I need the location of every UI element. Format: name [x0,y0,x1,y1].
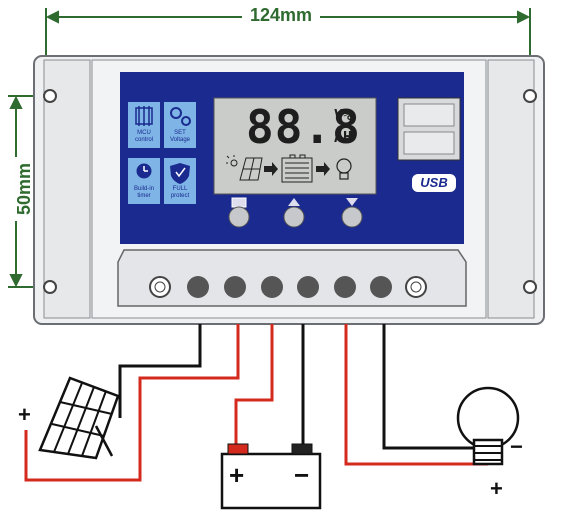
solar-plus-sign: + [18,402,31,427]
terminal-screw-5 [334,276,356,298]
battery-plus-sign: + [229,460,245,490]
mode-label-timer: Build-in timer [133,186,154,199]
shield-icon [170,163,190,184]
clock-icon [136,163,152,179]
chip-icon [135,106,153,126]
load-minus-sign: − [510,434,523,459]
load-plus-sign: + [490,476,503,501]
lcd-solar-panel-icon [239,157,263,181]
width-dimension-label: 124mm [242,6,321,24]
lcd-unit-bottom: AH [334,128,353,146]
up-button[interactable] [283,206,305,228]
load-positive-wire [344,324,488,466]
height-dimension-label: 50mm [14,156,34,222]
mode-label-protect: FULL protect [170,186,190,199]
load-negative-wire [382,324,488,450]
mount-hole-bottom-left [43,280,57,294]
sun-icon [226,155,238,167]
wires [24,324,488,482]
battery-minus-sign: − [294,460,310,490]
terminal-screw-1 [187,276,209,298]
arrow-icon [316,162,330,176]
mode-icon-grid [128,102,196,204]
lcd-battery-icon [281,154,313,183]
lcd-flow-icons [226,154,352,183]
gears-icon [170,107,191,126]
down-button[interactable] [341,206,363,228]
lcd-digits: 88.8 [246,100,361,154]
front-buttons [228,197,363,228]
solar-panel-icon [38,376,120,460]
battery-positive-wire [234,324,274,448]
light-bulb-icon [456,386,520,466]
lcd-bulb-icon [336,158,352,180]
terminal-screw-3 [261,276,283,298]
solar-negative-wire [118,324,202,418]
mode-label-mcu: MCU control [134,130,153,143]
solar-positive-wire [24,324,240,482]
terminal-screw-6 [370,276,392,298]
mount-hole-top-right [523,89,537,103]
terminal-screw-4 [297,276,319,298]
mode-label-set-voltage: SET Voltage [169,130,191,143]
usb-label: USB [410,172,458,194]
arrow-icon [264,162,278,176]
mount-hole-top-left [43,89,57,103]
terminal-block [117,249,467,307]
lcd-unit-top: V% [334,106,353,124]
menu-button[interactable] [228,206,250,228]
battery-icon [220,443,322,510]
mount-hole-bottom-right [523,280,537,294]
down-arrow-icon [346,198,358,206]
usb-ports [397,97,461,161]
terminal-screw-2 [224,276,246,298]
up-arrow-icon [288,198,300,206]
